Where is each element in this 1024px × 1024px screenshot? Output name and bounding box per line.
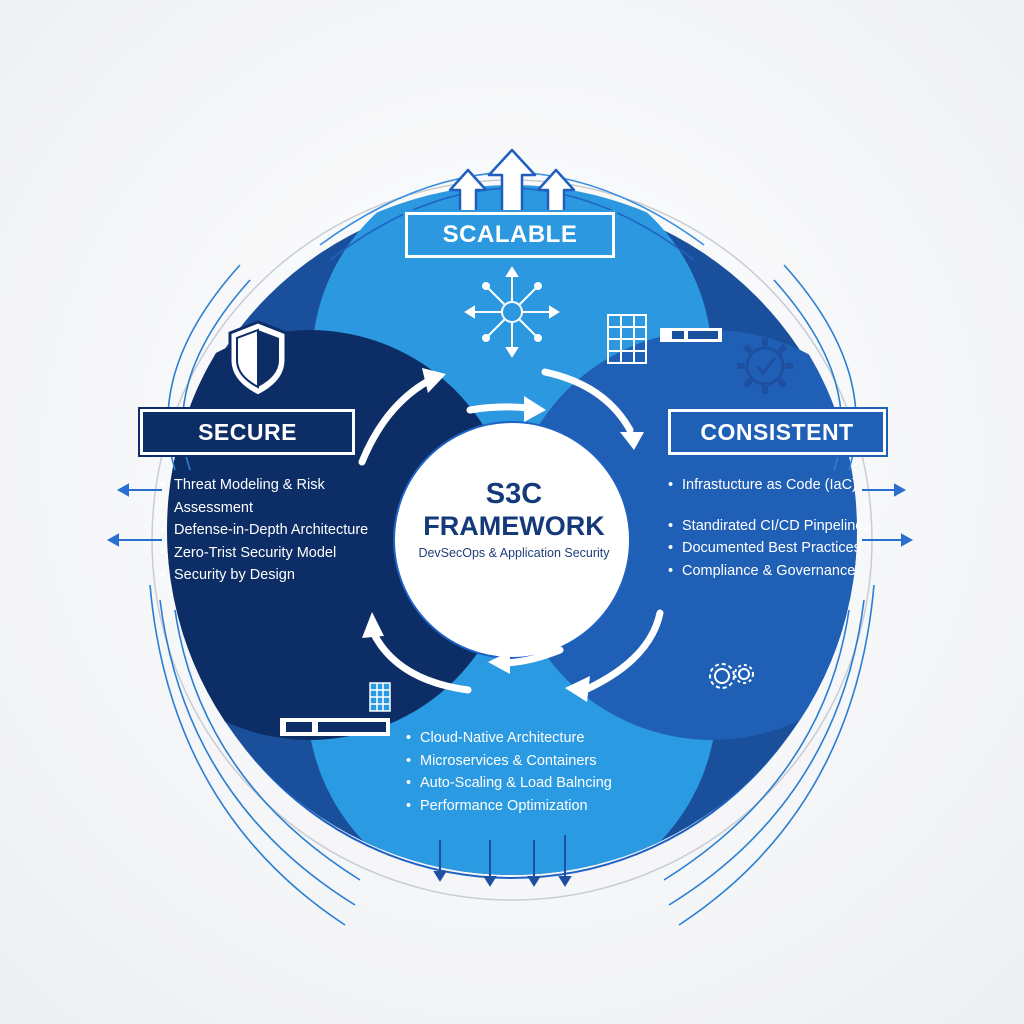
hub-network-icon [464,266,560,358]
bar-icon [660,328,722,342]
gears-icon [709,663,754,689]
secure-list: Threat Modeling & Risk Assessment Defens… [160,474,384,587]
list-item: Zero-Trist Security Model [160,542,384,565]
list-item: Documented Best Practices [668,537,871,560]
list-item: Security by Design [160,564,384,587]
center-circle [393,421,631,659]
bottom-arrows [433,835,572,887]
secure-label: SECURE [198,418,297,445]
consistent-list: Infrastucture as Code (IaC) Standirated … [668,474,871,582]
shield-icon [228,320,288,398]
center-subtitle: DevSecOps & Application Security [418,546,610,560]
bar-icon-lower [280,718,390,736]
list-item: Microservices & Containers [406,750,612,773]
list-item: Infrastucture as Code (IaC) [668,474,871,497]
scalable-banner: SCALABLE [405,212,615,258]
grid-icon [607,314,647,364]
grid-icon-small [369,682,391,712]
cycle-arrows [358,368,664,702]
secure-banner: SECURE [140,409,355,455]
list-item: Cloud-Native Architecture [406,727,612,750]
scalable-label: SCALABLE [442,221,578,248]
up-arrows-icon [448,148,576,214]
gear-check-icon [737,338,793,394]
side-arrows [106,483,914,547]
center-title-block: S3C FRAMEWORK DevSecOps & Application Se… [403,478,625,564]
consistent-label: CONSISTENT [700,418,854,445]
scalable-list: Cloud-Native Architecture Microservices … [406,727,612,817]
list-item: Threat Modeling & Risk Assessment [160,474,384,519]
list-item: Standirated CI/CD Pinpelines [668,515,871,538]
consistent-banner: CONSISTENT [668,409,886,455]
list-item: Defense-in-Depth Architecture [160,519,384,542]
list-item: Performance Optimization [406,795,612,818]
list-item: Auto-Scaling & Load Balncing [406,772,612,795]
center-title: S3C [485,478,543,510]
center-title-framework: FRAMEWORK [423,511,605,541]
list-item: Compliance & Governance [668,560,871,583]
